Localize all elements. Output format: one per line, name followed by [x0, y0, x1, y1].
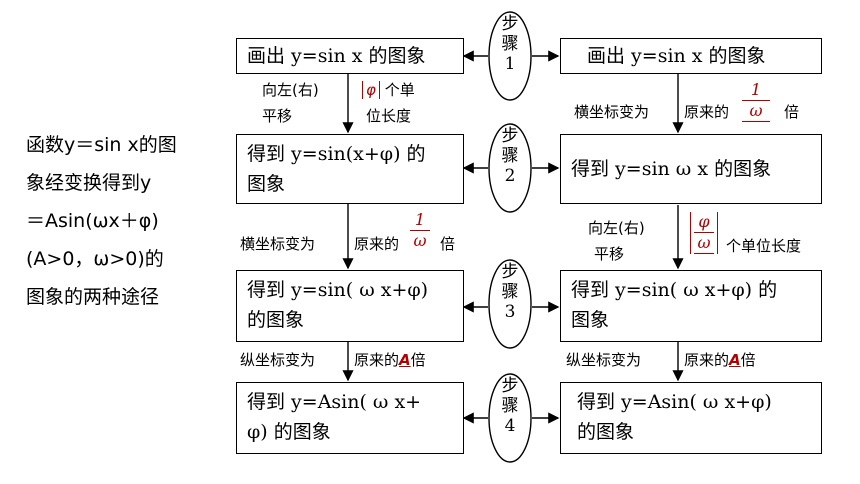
fraction-denominator: ω: [694, 233, 714, 254]
box-text: 得到 y=sin ω x 的图象: [571, 158, 772, 180]
phi-abs: φ: [362, 81, 380, 99]
box-text: 得到 y=Asin( ω x+φ): [577, 391, 772, 413]
step-char: 步: [501, 376, 519, 396]
step-number: 3: [504, 302, 516, 322]
right-transition-2-text: 个单位长度: [726, 237, 802, 255]
left-transition-2-text: 倍: [440, 235, 456, 253]
box-text: 的图象: [577, 421, 635, 443]
step-number: 2: [504, 166, 516, 186]
left-box-4: 得到 y=Asin( ω x+ φ) 的图象: [236, 382, 464, 454]
right-transition-1-text: 原来的: [684, 103, 730, 121]
step-number: 1: [504, 54, 516, 74]
description-line: 函数y＝sin x的图: [26, 134, 177, 156]
right-box-3: 得到 y=sin( ω x+φ) 的 图象: [560, 270, 822, 342]
fraction-denominator: ω: [413, 231, 427, 250]
step-oval-2: [488, 123, 532, 213]
left-transition-3-amount: 原来的A倍: [354, 350, 426, 370]
box-text: 的图象: [247, 309, 305, 331]
step-label-2: 步 骤 2: [498, 126, 522, 186]
amplitude-A: A: [399, 351, 411, 369]
left-transition-1-amount: φ 个单: [362, 80, 415, 100]
box-text: 得到 y=sin( ω x+φ) 的: [571, 279, 778, 301]
step-label-4: 步 骤 4: [498, 376, 522, 436]
box-text: 图象: [571, 309, 610, 331]
step-char: 步: [501, 262, 519, 282]
right-fraction-1-over-omega: 1 ω: [742, 80, 770, 122]
right-transition-2-text: 平移: [594, 245, 625, 263]
amount-text: 原来的: [354, 351, 400, 369]
left-transition-3-text: 纵坐标变为: [240, 351, 316, 369]
fraction-numerator: 1: [742, 80, 770, 101]
step-number: 4: [504, 416, 516, 436]
right-box-2: 得到 y=sin ω x 的图象: [560, 134, 822, 204]
box-text: 得到 y=Asin( ω x+: [247, 391, 422, 413]
description-line: (A>0，ω>0)的: [26, 248, 164, 270]
left-transition-1-text: 位长度: [366, 107, 412, 125]
step-char: 骤: [501, 282, 519, 302]
step-oval-1: [488, 11, 532, 101]
step-char: 骤: [501, 34, 519, 54]
left-transition-2-text: 横坐标变为: [240, 235, 316, 253]
amount-text: 倍: [740, 351, 756, 369]
right-transition-3-amount: 原来的A倍: [684, 350, 756, 370]
box-text: 得到 y=sin( ω x+φ): [247, 279, 429, 301]
unit-text: 个单: [384, 81, 415, 99]
description-line: 象经变换得到y: [26, 172, 152, 194]
step-char: 步: [501, 126, 519, 146]
right-transition-1-text: 倍: [784, 103, 800, 121]
amount-text: 倍: [410, 351, 426, 369]
left-box-2: 得到 y=sin(x+φ) 的 图象: [236, 134, 464, 204]
right-transition-2-text: 向左(右): [588, 219, 645, 237]
step-char: 骤: [501, 396, 519, 416]
fraction-numerator: φ: [694, 212, 714, 233]
step-oval-4: [488, 373, 532, 463]
right-fraction-phi-over-omega: φ ω: [690, 212, 718, 254]
step-char: 步: [501, 14, 519, 34]
step-oval-3: [488, 259, 532, 349]
description-text: 函数y＝sin x的图 象经变换得到y ＝Asin(ωx＋φ) (A>0，ω>0…: [26, 126, 224, 316]
step-char: 骤: [501, 146, 519, 166]
amount-text: 原来的: [684, 351, 730, 369]
right-transition-1-text: 横坐标变为: [574, 103, 650, 121]
box-text: φ) 的图象: [247, 421, 331, 443]
amplitude-A: A: [729, 351, 741, 369]
description-line: ＝Asin(ωx＋φ): [26, 210, 159, 232]
box-text: 画出 y=sin x 的图象: [587, 45, 766, 67]
step-label-1: 步 骤 1: [498, 14, 522, 74]
left-transition-1-text: 平移: [262, 107, 293, 125]
description-line: 图象的两种途径: [26, 286, 160, 308]
left-transition-1-text: 向左(右): [262, 81, 319, 99]
right-box-4: 得到 y=Asin( ω x+φ) 的图象: [560, 382, 822, 454]
left-transition-2-text: 原来的: [354, 235, 400, 253]
fraction-numerator: 1: [410, 210, 430, 231]
box-text: 画出 y=sin x 的图象: [247, 45, 426, 67]
right-box-1: 画出 y=sin x 的图象: [560, 38, 822, 74]
left-box-1: 画出 y=sin x 的图象: [236, 38, 464, 74]
step-label-3: 步 骤 3: [498, 262, 522, 322]
fraction-denominator: ω: [749, 101, 763, 120]
box-text: 得到 y=sin(x+φ) 的: [247, 143, 426, 165]
right-transition-3-text: 纵坐标变为: [566, 351, 642, 369]
left-fraction-1-over-omega: 1 ω: [410, 210, 430, 251]
box-text: 图象: [247, 173, 286, 195]
left-box-3: 得到 y=sin( ω x+φ) 的图象: [236, 270, 464, 342]
